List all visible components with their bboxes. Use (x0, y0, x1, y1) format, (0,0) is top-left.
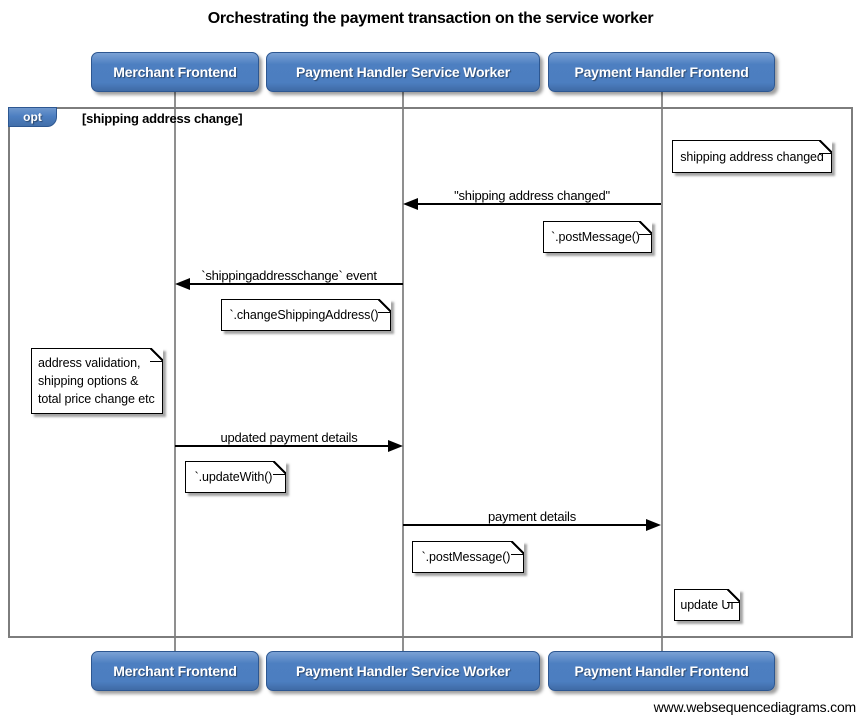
message-shippingaddresschange-event-label: `shippingaddresschange` event (201, 268, 377, 283)
actor-label: Payment Handler Service Worker (296, 64, 510, 80)
note-changeshippingaddress: `.changeShippingAddress()` (221, 299, 391, 331)
note-fold-icon (639, 221, 652, 235)
note-fold-icon (150, 348, 163, 362)
message-payment-details-label: payment details (487, 509, 577, 524)
actor-box-payment-handler-service-worker-top: Payment Handler Service Worker (266, 52, 540, 92)
note-text-line: total price change etc (38, 392, 155, 407)
arrowhead-right-icon (388, 440, 403, 452)
note-updatewith: `.updateWith()` (185, 461, 286, 493)
note-text-line: address validation, (38, 355, 141, 370)
message-updated-payment-details-line (175, 445, 394, 447)
actor-box-payment-handler-frontend-top: Payment Handler Frontend (548, 52, 775, 92)
note-postmessage-2: `.postMessage()` (412, 541, 524, 573)
actor-box-payment-handler-service-worker-bottom: Payment Handler Service Worker (266, 651, 540, 691)
actor-label: Payment Handler Service Worker (296, 663, 510, 679)
note-fold-icon (727, 589, 740, 603)
note-text: `.changeShippingAddress()` (229, 308, 383, 322)
note-fold-icon (511, 541, 524, 555)
note-text: shipping address changed (680, 149, 824, 164)
note-address-validation: address validation, shipping options & t… (31, 348, 163, 414)
arrowhead-left-icon (175, 278, 190, 290)
opt-frame-guard: [shipping address change] (82, 111, 243, 126)
message-shipping-address-changed-line (412, 203, 661, 205)
actor-label: Merchant Frontend (113, 663, 237, 679)
note-text: update UI (680, 598, 734, 612)
opt-frame-tab: opt (8, 107, 57, 127)
lifeline-payment-handler-service-worker (402, 92, 404, 651)
note-fold-icon (273, 461, 286, 475)
watermark-text: www.websequencediagrams.com (653, 699, 857, 715)
actor-label: Payment Handler Frontend (574, 663, 749, 679)
message-shipping-address-changed-label: "shipping address changed" (454, 188, 610, 203)
opt-frame: opt [shipping address change] (8, 107, 853, 638)
note-postmessage-1: `.postMessage()` (543, 221, 652, 253)
note-text-line: shipping options & (38, 373, 139, 388)
message-updated-payment-details-label: updated payment details (220, 430, 358, 445)
note-text: `.updateWith()` (194, 470, 277, 484)
actor-box-merchant-frontend-top: Merchant Frontend (91, 52, 259, 92)
note-text: `.postMessage()` (551, 230, 644, 244)
note-fold-icon (819, 140, 832, 154)
actor-box-merchant-frontend-bottom: Merchant Frontend (91, 651, 259, 691)
message-shippingaddresschange-event-line (184, 283, 403, 285)
diagram-title: Orchestrating the payment transaction on… (207, 10, 654, 27)
note-text: `.postMessage()` (421, 550, 515, 564)
actor-box-payment-handler-frontend-bottom: Payment Handler Frontend (548, 651, 775, 691)
note-shipping-address-changed: shipping address changed (672, 140, 832, 173)
note-update-ui: update UI (674, 589, 740, 621)
actor-label: Merchant Frontend (113, 64, 237, 80)
message-payment-details-line (403, 524, 652, 526)
lifeline-payment-handler-frontend (661, 92, 663, 651)
actor-label: Payment Handler Frontend (574, 64, 749, 80)
note-fold-icon (378, 299, 391, 313)
arrowhead-left-icon (403, 198, 418, 210)
arrowhead-right-icon (646, 519, 661, 531)
lifeline-merchant-frontend (174, 92, 176, 651)
